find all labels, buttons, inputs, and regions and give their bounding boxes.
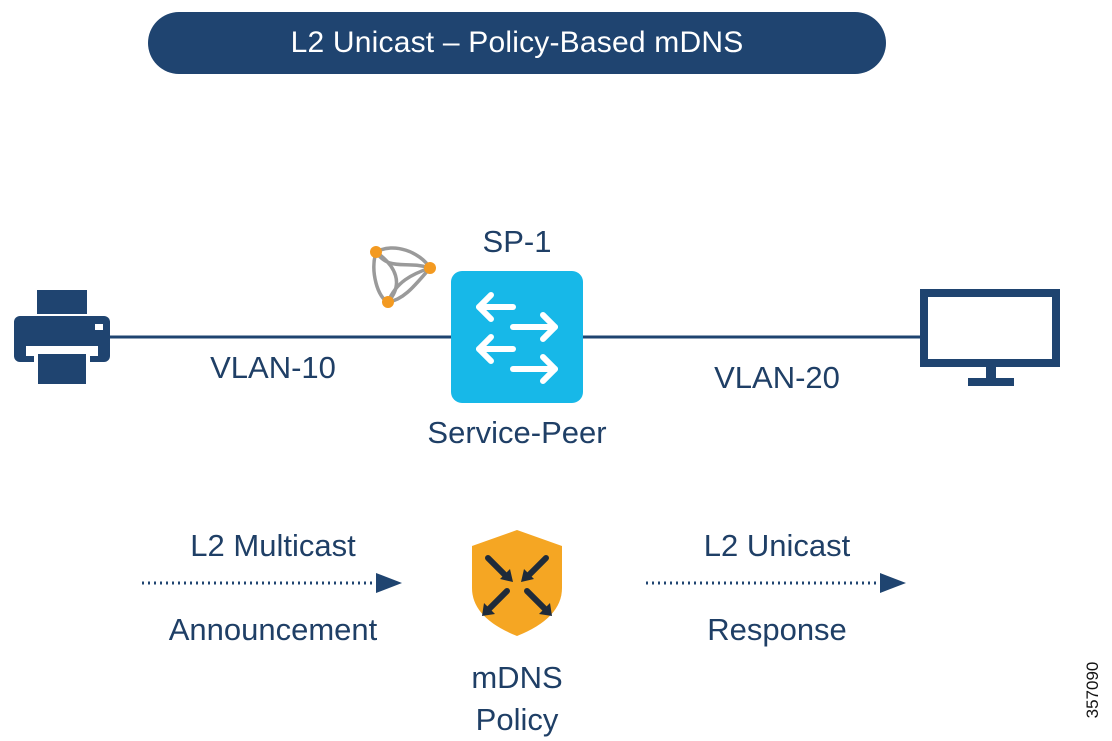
printer-icon: [14, 290, 110, 388]
diagram-title: L2 Unicast – Policy-Based mDNS: [290, 26, 744, 59]
unicast-arrow: [646, 573, 906, 593]
figure-id: 357090: [1083, 661, 1102, 719]
policy-shield-icon: [472, 530, 562, 636]
l2-unicast-label: L2 Unicast: [703, 528, 851, 563]
announcement-label: Announcement: [168, 612, 378, 647]
switch-icon: [451, 271, 583, 403]
vlan-20-label: VLAN-20: [714, 360, 840, 395]
mdns-label: mDNS: [471, 660, 563, 695]
bonjour-service-icon: [370, 246, 436, 308]
l2-multicast-label: L2 Multicast: [190, 528, 356, 563]
service-peer-label: Service-Peer: [427, 415, 607, 450]
multicast-arrow: [142, 573, 402, 593]
vlan-10-label: VLAN-10: [210, 350, 336, 385]
response-label: Response: [707, 612, 847, 647]
sp-1-label: SP-1: [482, 224, 552, 259]
title-banner: L2 Unicast – Policy-Based mDNS: [148, 12, 886, 74]
policy-label: Policy: [475, 702, 559, 737]
monitor-icon: [920, 289, 1060, 386]
